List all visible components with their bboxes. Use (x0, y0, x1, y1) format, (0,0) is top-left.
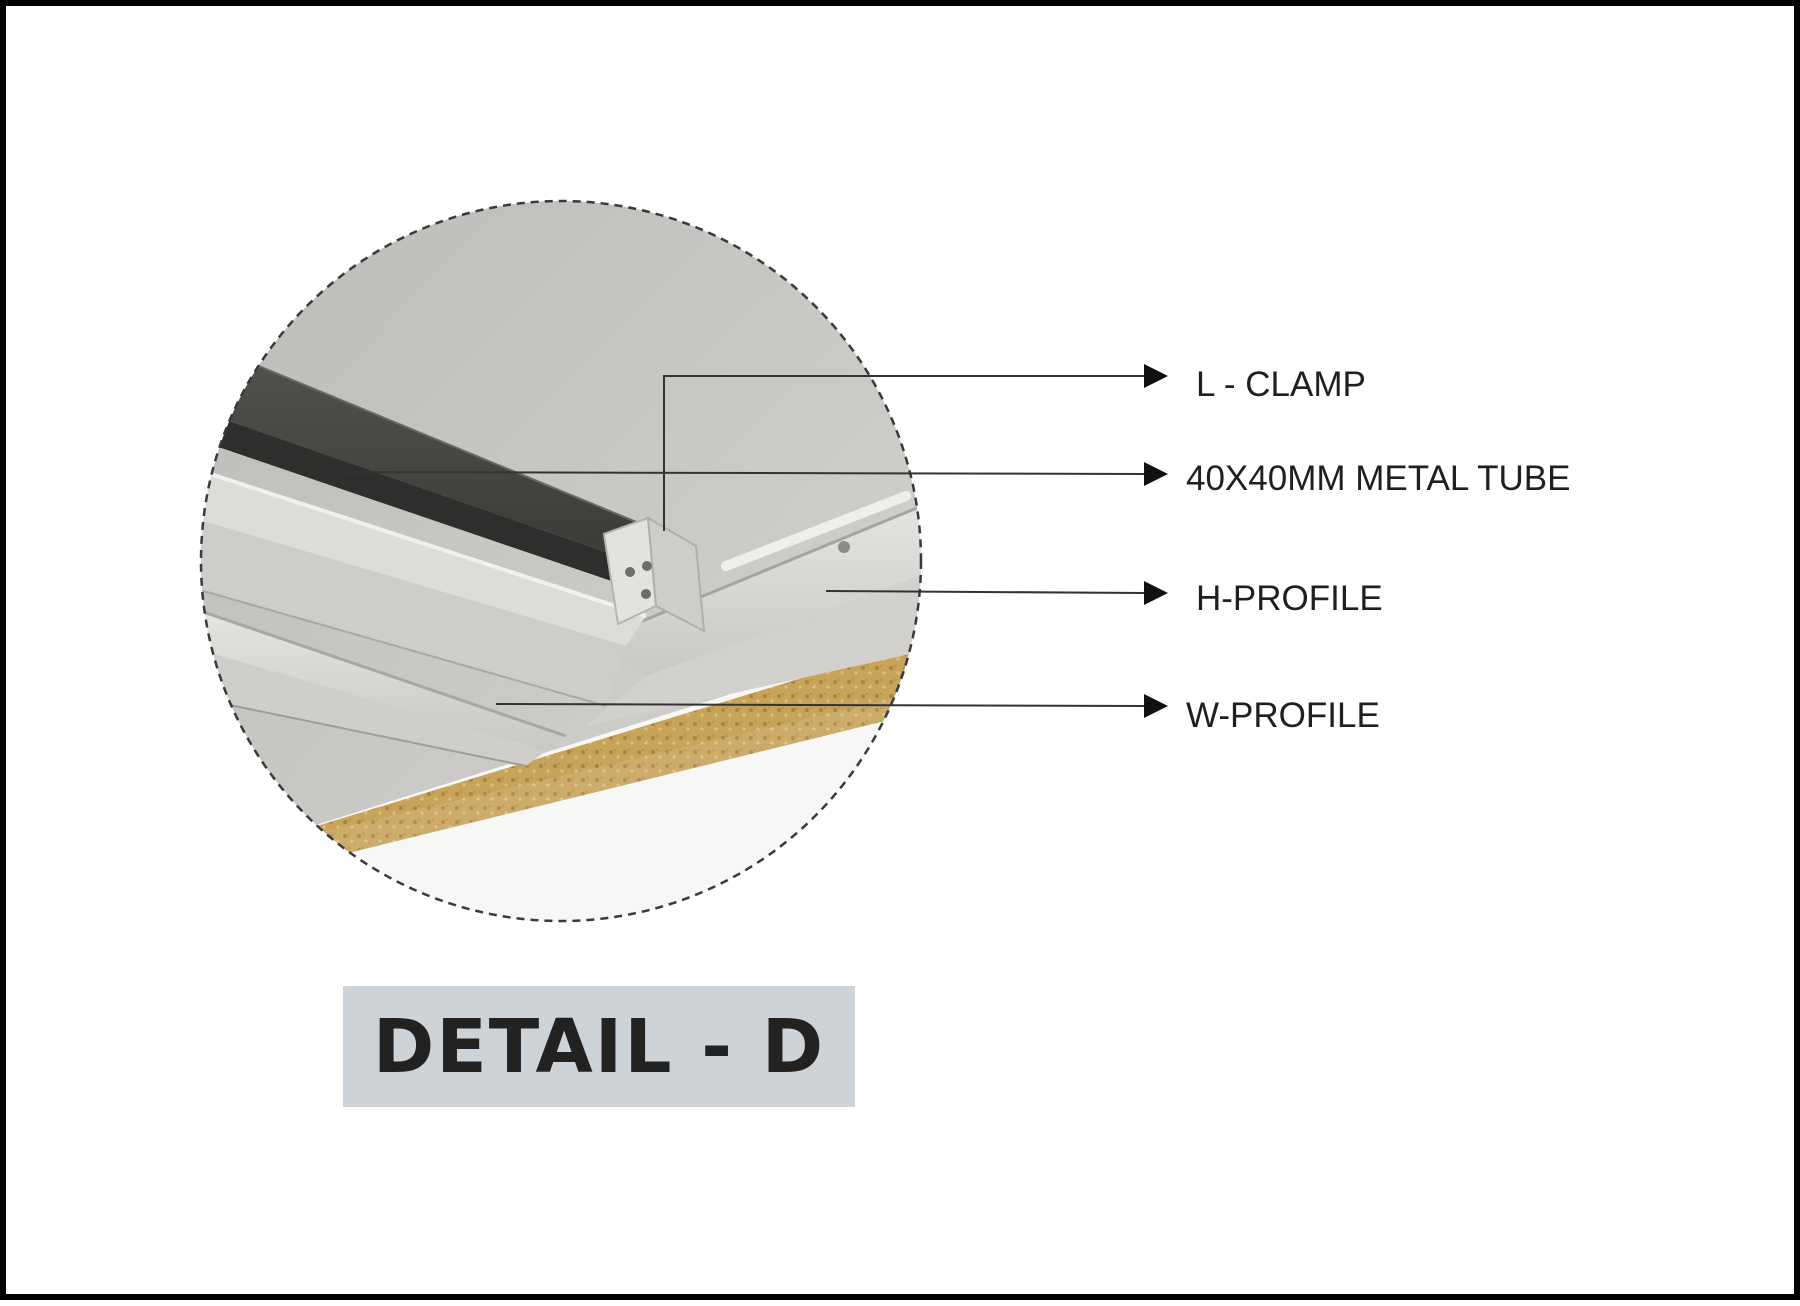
clamp-screw (625, 567, 635, 577)
leader-lines (340, 375, 1147, 707)
leader-line-metal-tube (340, 471, 1147, 475)
detail-circle-outline (199, 199, 923, 923)
detail-circle-contents (201, 201, 921, 921)
h-profile-face (586, 566, 921, 726)
l-clamp-side (646, 516, 706, 633)
arrowhead-l-clamp (1144, 364, 1168, 388)
insulation-core-lower (306, 656, 921, 856)
metal-tube (201, 336, 646, 566)
leader-line-w-profile (495, 703, 1147, 707)
clamp-screw (641, 589, 651, 599)
label-l-clamp: L - CLAMP (1196, 365, 1366, 404)
leader-line-h-profile (825, 590, 1147, 594)
detail-title: DETAIL - D (372, 1003, 826, 1090)
label-h-profile: H-PROFILE (1196, 579, 1383, 618)
clamp-screw (642, 561, 652, 571)
detail-illustration: L - CLAMP 40X40MM METAL TUBE H-PROFILE W… (199, 199, 1570, 923)
arrowhead-w-profile (1144, 694, 1168, 718)
rivet (838, 541, 850, 553)
label-metal-tube: 40X40MM METAL TUBE (1186, 459, 1570, 498)
h-profile-band-lower (201, 516, 626, 706)
w-profile-rail (201, 606, 566, 751)
insulation-core (201, 634, 921, 891)
arrowheads (1144, 364, 1168, 718)
h-profile-rail (606, 496, 921, 676)
leader-line-l-clamp (663, 375, 1146, 531)
arrowhead-h-profile (1144, 581, 1168, 605)
metal-tube-underside (201, 406, 646, 586)
w-profile-rail-lower (201, 646, 546, 766)
arrowhead-metal-tube (1144, 462, 1168, 486)
label-w-profile: W-PROFILE (1186, 696, 1380, 735)
h-profile-band (201, 466, 646, 646)
title-box: DETAIL - D (343, 986, 855, 1107)
